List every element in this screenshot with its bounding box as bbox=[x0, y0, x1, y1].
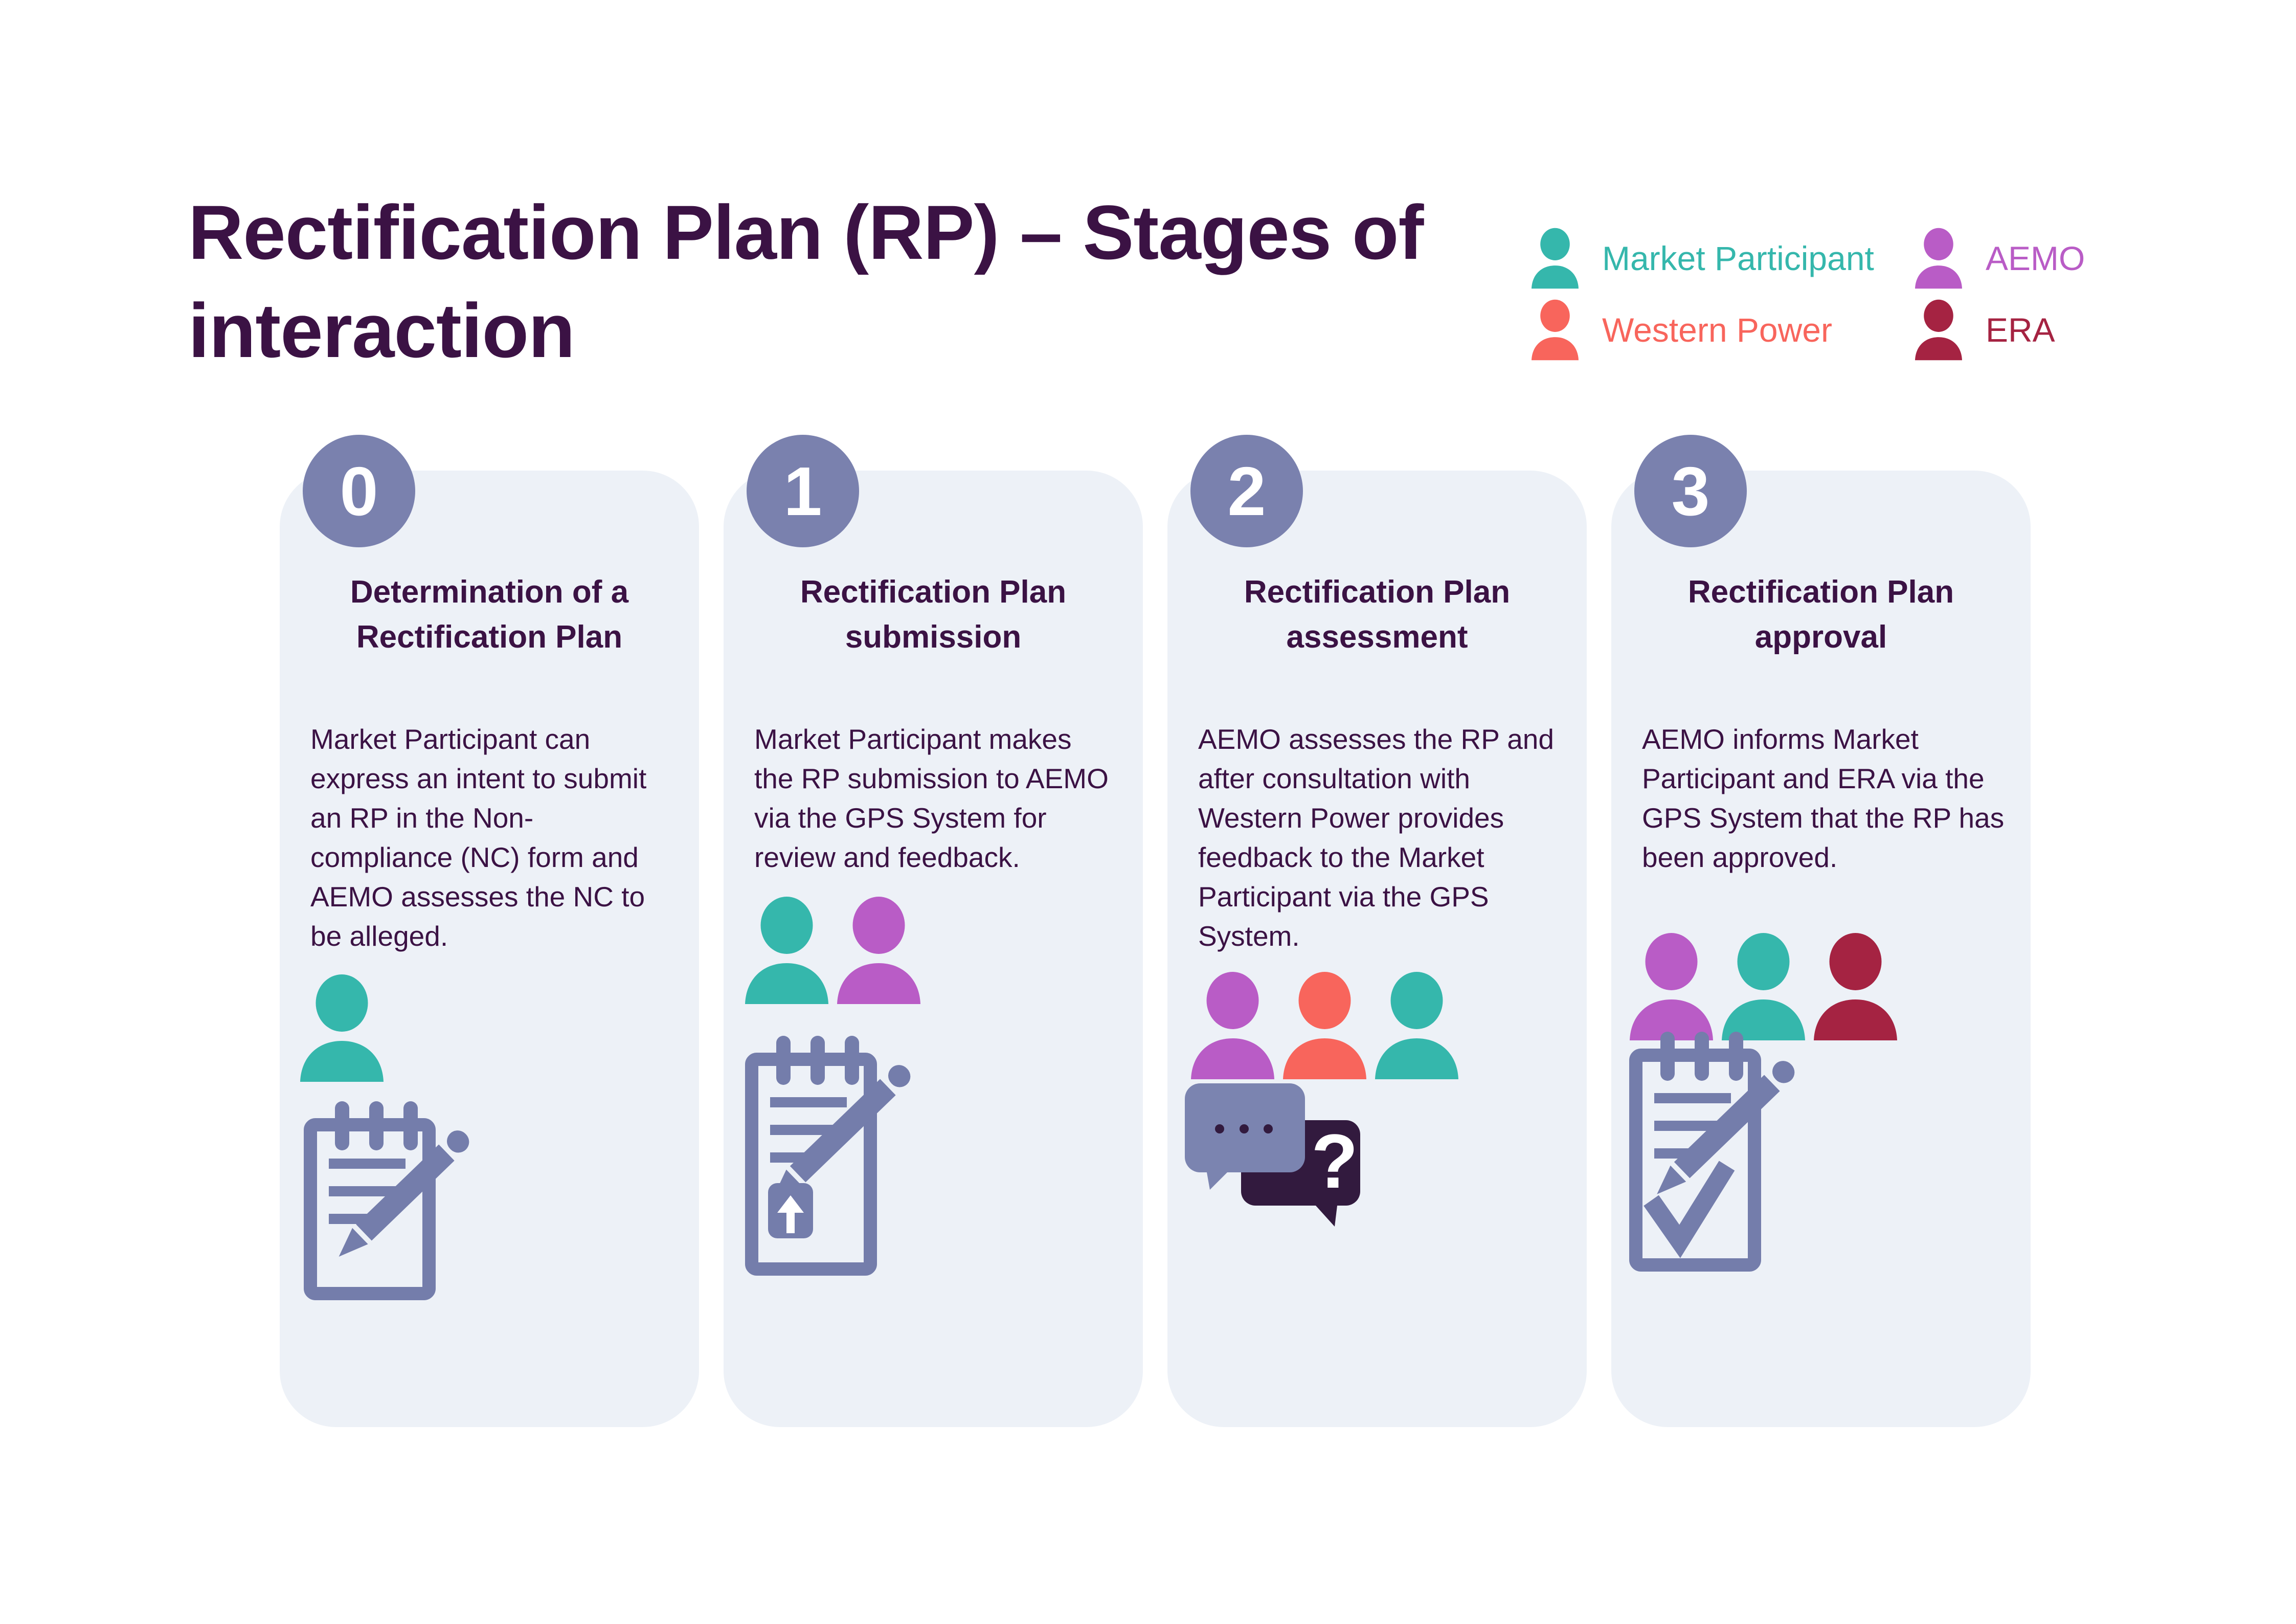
person-icon-aemo bbox=[1191, 972, 1274, 1079]
stage-body-1: Market Participant makes the RP submissi… bbox=[754, 723, 1109, 873]
legend-label: AEMO bbox=[1986, 239, 2085, 277]
stage-title-2: Rectification Plan assessment bbox=[1244, 574, 1511, 655]
person-icon-aemo bbox=[1630, 933, 1713, 1040]
stage-badge-2: 2 bbox=[1190, 435, 1303, 547]
person-icon-market-participant bbox=[745, 897, 828, 1004]
legend-item-market-participant: Market Participant bbox=[1532, 225, 1874, 292]
person-icon-western-power bbox=[1283, 972, 1366, 1079]
page-title: Rectification Plan (RP) – Stages of inte… bbox=[188, 183, 1424, 380]
page-title-line2: interaction bbox=[188, 287, 575, 373]
people-row bbox=[1191, 972, 1458, 1079]
person-icon-aemo bbox=[1915, 226, 1962, 291]
stage-card-0: 0 Determination of a Rectification Plan … bbox=[280, 435, 699, 1427]
stage-title-3: Rectification Plan approval bbox=[1687, 574, 1954, 655]
stage-body-3: AEMO informs Market Participant and ERA … bbox=[1642, 723, 2005, 873]
person-icon-market-participant bbox=[1532, 228, 1579, 289]
legend-label: Western Power bbox=[1602, 311, 1832, 349]
person-icon-era bbox=[1915, 298, 1962, 362]
person-icon-aemo bbox=[837, 897, 920, 1004]
person-icon-market-participant bbox=[1722, 933, 1805, 1040]
legend-item-era: ERA bbox=[1915, 297, 2055, 363]
person-icon-western-power bbox=[1532, 299, 1579, 361]
legend-label: ERA bbox=[1986, 311, 2055, 349]
person-icon-market-participant bbox=[300, 974, 384, 1082]
people-row bbox=[745, 897, 920, 1004]
stage-body-0: Market Participant can express an intent… bbox=[310, 723, 647, 952]
upload-arrow-icon bbox=[777, 1195, 804, 1233]
people-row bbox=[300, 974, 384, 1082]
notepad-check-pencil-icon bbox=[1629, 1032, 1795, 1272]
typing-dots-bubble-icon bbox=[1185, 1083, 1305, 1190]
question-mark: ? bbox=[1311, 1118, 1358, 1204]
stage-title-1: Rectification Plan submission bbox=[800, 574, 1067, 655]
stage-title-0: Determination of a Rectification Plan bbox=[350, 574, 629, 655]
checkmark-icon bbox=[1644, 1161, 1735, 1258]
people-row bbox=[1630, 933, 1897, 1040]
person-icon-western-power bbox=[1532, 298, 1579, 362]
person-icon-era bbox=[1814, 933, 1897, 1040]
notepad-upload-pencil-icon bbox=[745, 1036, 911, 1276]
person-icon-market-participant bbox=[1532, 226, 1579, 291]
person-icon-market-participant bbox=[1375, 972, 1458, 1079]
legend-item-western-power: Western Power bbox=[1532, 297, 1832, 363]
stage-badge-0: 0 bbox=[303, 435, 415, 547]
stage-card-1: 1 Rectification Plan submission Market P… bbox=[724, 435, 1143, 1427]
notepad-pencil-icon bbox=[304, 1101, 469, 1300]
chat-bubbles-question-icon: ? bbox=[1185, 1083, 1360, 1227]
stage-badge-3: 3 bbox=[1634, 435, 1747, 547]
stage-body-2: AEMO assesses the RP and after consultat… bbox=[1198, 723, 1554, 952]
page-title-line1: Rectification Plan (RP) – Stages of bbox=[188, 189, 1424, 275]
stage-card-2: 2 Rectification Plan assessment AEMO ass… bbox=[1167, 435, 1587, 1427]
stage-badge-1: 1 bbox=[747, 435, 859, 547]
person-icon-aemo bbox=[1915, 228, 1962, 289]
stage-card-3: 3 Rectification Plan approval AEMO infor… bbox=[1611, 435, 2031, 1427]
legend-label: Market Participant bbox=[1602, 239, 1874, 277]
person-icon-era bbox=[1915, 299, 1962, 361]
legend-item-aemo: AEMO bbox=[1915, 225, 2085, 292]
